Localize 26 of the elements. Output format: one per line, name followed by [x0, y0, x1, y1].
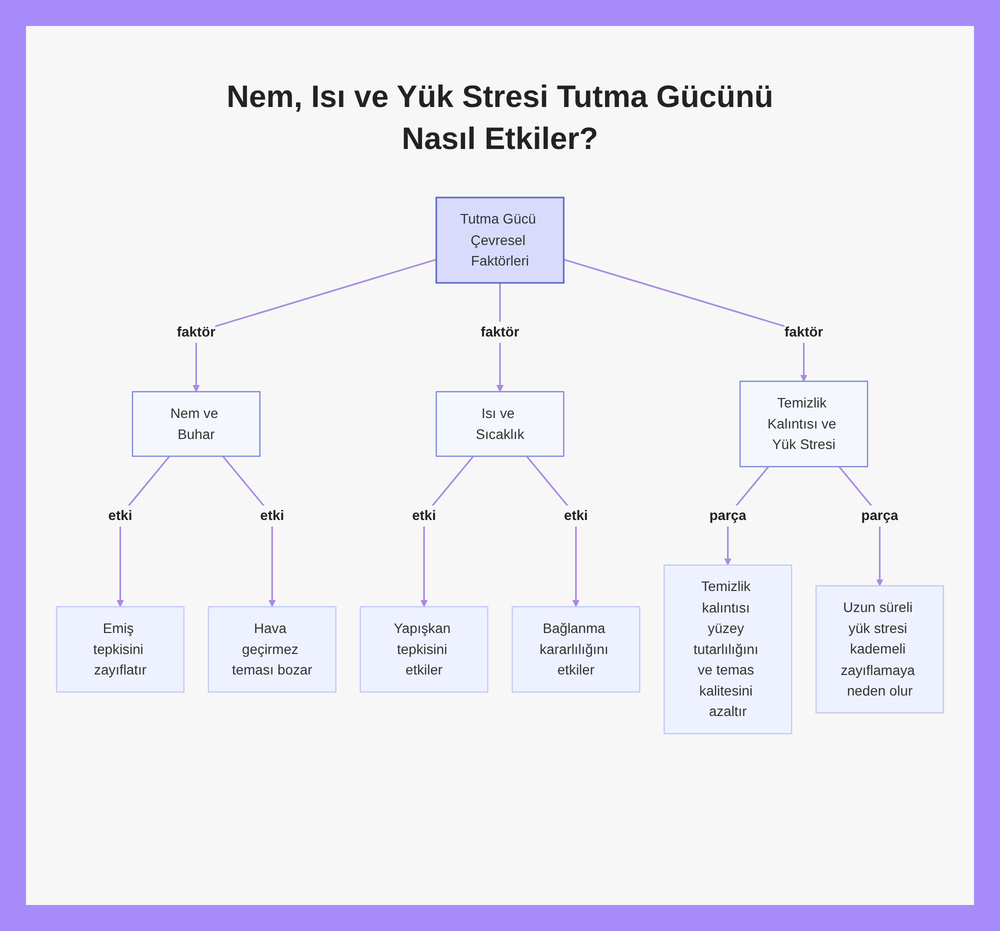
edge-label: etki: [260, 508, 284, 524]
node-box: Yapışkan tepkisini etkiler: [360, 606, 488, 693]
edge-label: etki: [412, 508, 436, 524]
arrow: [526, 456, 580, 608]
arrow: [563, 258, 808, 382]
edge-label: faktör: [480, 324, 520, 340]
edge-label: etki: [564, 508, 588, 524]
node-box: Emiş tepkisini zayıflatır: [56, 606, 185, 693]
edge-label: etki: [108, 508, 132, 524]
arrow: [116, 456, 170, 608]
node-box: Temizlik kalıntısı yüzey tutarlılığını ve temas kalitesini azaltır: [664, 564, 792, 734]
node-box: Nem ve Buhar: [132, 391, 260, 457]
edge-label: parça: [861, 508, 898, 524]
arrow: [420, 456, 474, 608]
node-box: Tutma Gücü Çevresel Faktörleri: [435, 196, 565, 284]
arrow: [192, 258, 437, 392]
edge-label: faktör: [176, 324, 216, 340]
node-box: Uzun süreli yük stresi kademeli zayıflamaya neden olur: [815, 585, 944, 714]
node-box: Isı ve Sıcaklık: [436, 391, 564, 457]
arrow: [222, 456, 276, 608]
diagram-title: Nem, Isı ve Yük Stresi Tutma Gücünü Nasıl Etkiler?: [226, 78, 774, 158]
node-box: Bağlanma kararlılığını etkiler: [512, 606, 640, 693]
node-box: Hava geçirmez teması bozar: [208, 606, 336, 693]
edge-label: faktör: [784, 324, 824, 340]
node-box: Temizlik Kalıntısı ve Yük Stresi: [740, 380, 868, 468]
edge-label: parça: [709, 508, 746, 524]
